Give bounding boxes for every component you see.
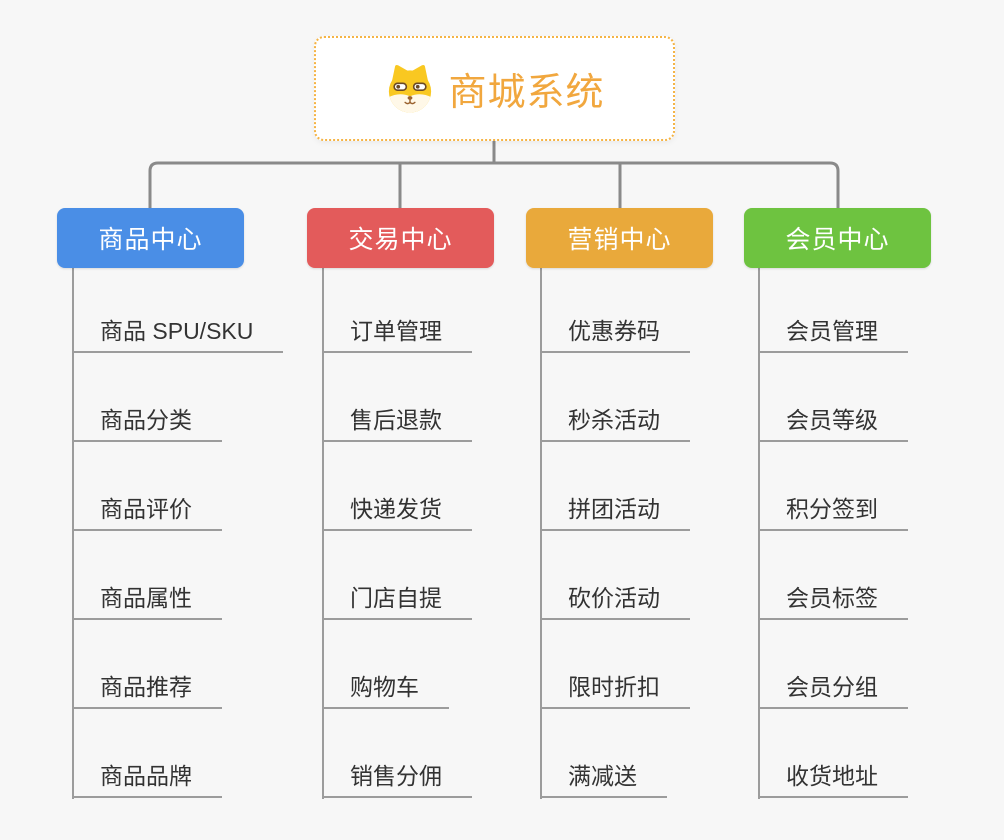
branch-header-marketing[interactable]: 营销中心 xyxy=(526,208,713,268)
leaf-node[interactable]: 会员管理 xyxy=(759,317,908,353)
leaf-node[interactable]: 限时折扣 xyxy=(541,673,690,709)
branch-header-product[interactable]: 商品中心 xyxy=(57,208,244,268)
root-node[interactable]: 商城系统 xyxy=(314,36,675,141)
shiba-dog-icon xyxy=(384,63,436,115)
leaf-node[interactable]: 订单管理 xyxy=(323,317,472,353)
leaf-node[interactable]: 购物车 xyxy=(323,673,449,709)
leaf-node[interactable]: 销售分佣 xyxy=(323,762,472,798)
leaf-node[interactable]: 商品属性 xyxy=(73,584,222,620)
leaf-node[interactable]: 快递发货 xyxy=(323,495,472,531)
leaf-node[interactable]: 秒杀活动 xyxy=(541,406,690,442)
leaf-node[interactable]: 收货地址 xyxy=(759,762,908,798)
leaf-node[interactable]: 会员标签 xyxy=(759,584,908,620)
root-title: 商城系统 xyxy=(448,72,605,114)
leaf-node[interactable]: 商品推荐 xyxy=(73,673,222,709)
branch-header-member[interactable]: 会员中心 xyxy=(744,208,931,268)
leaf-node[interactable]: 商品品牌 xyxy=(73,762,222,798)
leaf-node[interactable]: 会员等级 xyxy=(759,406,908,442)
leaf-node[interactable]: 门店自提 xyxy=(323,584,472,620)
branch-header-trade[interactable]: 交易中心 xyxy=(307,208,494,268)
leaf-node[interactable]: 优惠券码 xyxy=(541,317,690,353)
leaf-node[interactable]: 商品评价 xyxy=(73,495,222,531)
leaf-node[interactable]: 会员分组 xyxy=(759,673,908,709)
leaf-node[interactable]: 砍价活动 xyxy=(541,584,690,620)
leaf-node[interactable]: 售后退款 xyxy=(323,406,472,442)
leaf-node[interactable]: 商品 SPU/SKU xyxy=(73,317,284,353)
leaf-node[interactable]: 积分签到 xyxy=(759,495,908,531)
leaf-node[interactable]: 满减送 xyxy=(541,762,667,798)
leaf-node[interactable]: 拼团活动 xyxy=(541,495,690,531)
leaf-node[interactable]: 商品分类 xyxy=(73,406,222,442)
